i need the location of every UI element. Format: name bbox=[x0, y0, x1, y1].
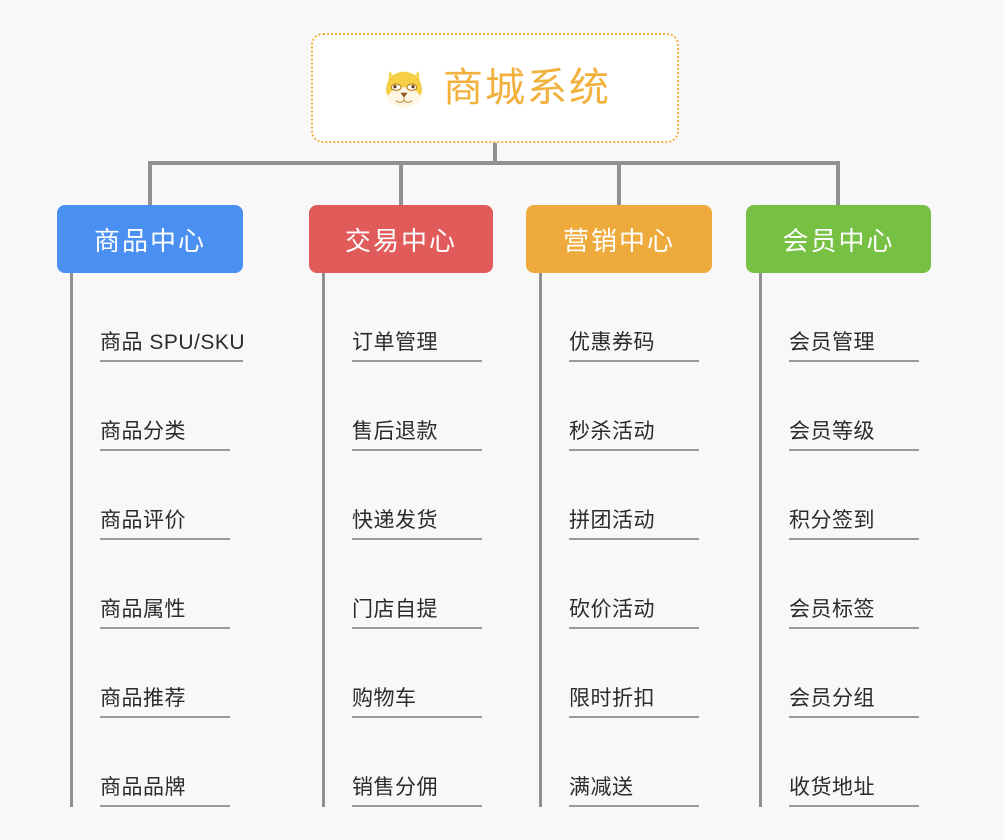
root-node-title: 商城系统 bbox=[443, 66, 611, 110]
leaf-rail-3: 会员管理 会员等级 积分签到 会员标签 会员分组 收货地址 bbox=[746, 273, 931, 807]
leaf-label: 商品属性 bbox=[100, 598, 230, 629]
leaf-label: 砍价活动 bbox=[569, 598, 699, 629]
category-card-3[interactable]: 会员中心 bbox=[746, 205, 931, 273]
leaf-item[interactable]: 商品推荐 bbox=[57, 629, 243, 718]
leaf-item[interactable]: 销售分佣 bbox=[309, 718, 493, 807]
leaf-label: 会员分组 bbox=[789, 687, 919, 718]
leaf-item[interactable]: 会员等级 bbox=[746, 362, 931, 451]
leaf-item[interactable]: 门店自提 bbox=[309, 540, 493, 629]
leaf-item[interactable]: 限时折扣 bbox=[526, 629, 712, 718]
leaf-label: 优惠券码 bbox=[569, 331, 699, 362]
leaf-label: 销售分佣 bbox=[352, 776, 482, 807]
leaf-label: 商品评价 bbox=[100, 509, 230, 540]
rail-line-0 bbox=[70, 273, 73, 807]
connector-drop-4 bbox=[836, 161, 840, 207]
category-card-1[interactable]: 交易中心 bbox=[309, 205, 493, 273]
leaf-label: 拼团活动 bbox=[569, 509, 699, 540]
leaf-label: 购物车 bbox=[352, 687, 482, 718]
category-card-2[interactable]: 营销中心 bbox=[526, 205, 712, 273]
branch-column-1: 交易中心 订单管理 售后退款 快递发货 门店自提 购物车 销售分佣 bbox=[309, 205, 493, 807]
leaf-item[interactable]: 砍价活动 bbox=[526, 540, 712, 629]
leaf-label: 商品推荐 bbox=[100, 687, 230, 718]
leaf-label: 商品品牌 bbox=[100, 776, 230, 807]
leaf-item[interactable]: 商品分类 bbox=[57, 362, 243, 451]
connector-drop-2 bbox=[399, 161, 403, 207]
rail-line-1 bbox=[322, 273, 325, 807]
leaf-label: 秒杀活动 bbox=[569, 420, 699, 451]
connector-root-stem bbox=[493, 143, 497, 163]
shiba-dog-icon bbox=[386, 70, 422, 108]
leaf-label: 会员等级 bbox=[789, 420, 919, 451]
leaf-label: 积分签到 bbox=[789, 509, 919, 540]
category-title-1: 交易中心 bbox=[344, 225, 457, 256]
leaf-item[interactable]: 快递发货 bbox=[309, 451, 493, 540]
leaf-item[interactable]: 积分签到 bbox=[746, 451, 931, 540]
leaf-item[interactable]: 满减送 bbox=[526, 718, 712, 807]
leaf-label: 满减送 bbox=[569, 776, 699, 807]
root-node-shop-system[interactable]: 商城系统 bbox=[311, 33, 679, 143]
leaf-item[interactable]: 订单管理 bbox=[309, 273, 493, 362]
connector-drop-3 bbox=[617, 161, 621, 207]
leaf-label: 快递发货 bbox=[352, 509, 482, 540]
category-title-3: 会员中心 bbox=[782, 225, 895, 256]
connector-drop-1 bbox=[148, 161, 152, 207]
branch-column-0: 商品中心 商品 SPU/SKU 商品分类 商品评价 商品属性 商品推荐 商品品牌 bbox=[57, 205, 245, 807]
leaf-label: 售后退款 bbox=[352, 420, 482, 451]
leaf-item[interactable]: 会员管理 bbox=[746, 273, 931, 362]
leaf-label: 商品 SPU/SKU bbox=[100, 331, 245, 362]
connector-horizontal-bus bbox=[148, 161, 840, 165]
leaf-label: 会员管理 bbox=[789, 331, 919, 362]
leaf-rail-2: 优惠券码 秒杀活动 拼团活动 砍价活动 限时折扣 满减送 bbox=[526, 273, 712, 807]
leaf-label: 限时折扣 bbox=[569, 687, 699, 718]
leaf-item[interactable]: 购物车 bbox=[309, 629, 493, 718]
leaf-item[interactable]: 优惠券码 bbox=[526, 273, 712, 362]
leaf-item[interactable]: 商品属性 bbox=[57, 540, 243, 629]
leaf-label: 会员标签 bbox=[789, 598, 919, 629]
leaf-item[interactable]: 会员标签 bbox=[746, 540, 931, 629]
leaf-item[interactable]: 商品 SPU/SKU bbox=[57, 273, 245, 362]
leaf-item[interactable]: 售后退款 bbox=[309, 362, 493, 451]
leaf-item[interactable]: 秒杀活动 bbox=[526, 362, 712, 451]
category-card-0[interactable]: 商品中心 bbox=[57, 205, 243, 273]
rail-line-3 bbox=[759, 273, 762, 807]
branch-column-2: 营销中心 优惠券码 秒杀活动 拼团活动 砍价活动 限时折扣 满减送 bbox=[526, 205, 712, 807]
leaf-label: 商品分类 bbox=[100, 420, 230, 451]
leaf-label: 订单管理 bbox=[352, 331, 482, 362]
leaf-rail-0: 商品 SPU/SKU 商品分类 商品评价 商品属性 商品推荐 商品品牌 bbox=[57, 273, 245, 807]
leaf-label: 收货地址 bbox=[789, 776, 919, 807]
leaf-item[interactable]: 拼团活动 bbox=[526, 451, 712, 540]
category-title-0: 商品中心 bbox=[93, 225, 206, 256]
leaf-item[interactable]: 收货地址 bbox=[746, 718, 931, 807]
branch-column-3: 会员中心 会员管理 会员等级 积分签到 会员标签 会员分组 收货地址 bbox=[746, 205, 931, 807]
leaf-item[interactable]: 商品评价 bbox=[57, 451, 243, 540]
category-title-2: 营销中心 bbox=[562, 225, 675, 256]
rail-line-2 bbox=[539, 273, 542, 807]
leaf-item[interactable]: 商品品牌 bbox=[57, 718, 243, 807]
leaf-rail-1: 订单管理 售后退款 快递发货 门店自提 购物车 销售分佣 bbox=[309, 273, 493, 807]
leaf-item[interactable]: 会员分组 bbox=[746, 629, 931, 718]
leaf-label: 门店自提 bbox=[352, 598, 482, 629]
